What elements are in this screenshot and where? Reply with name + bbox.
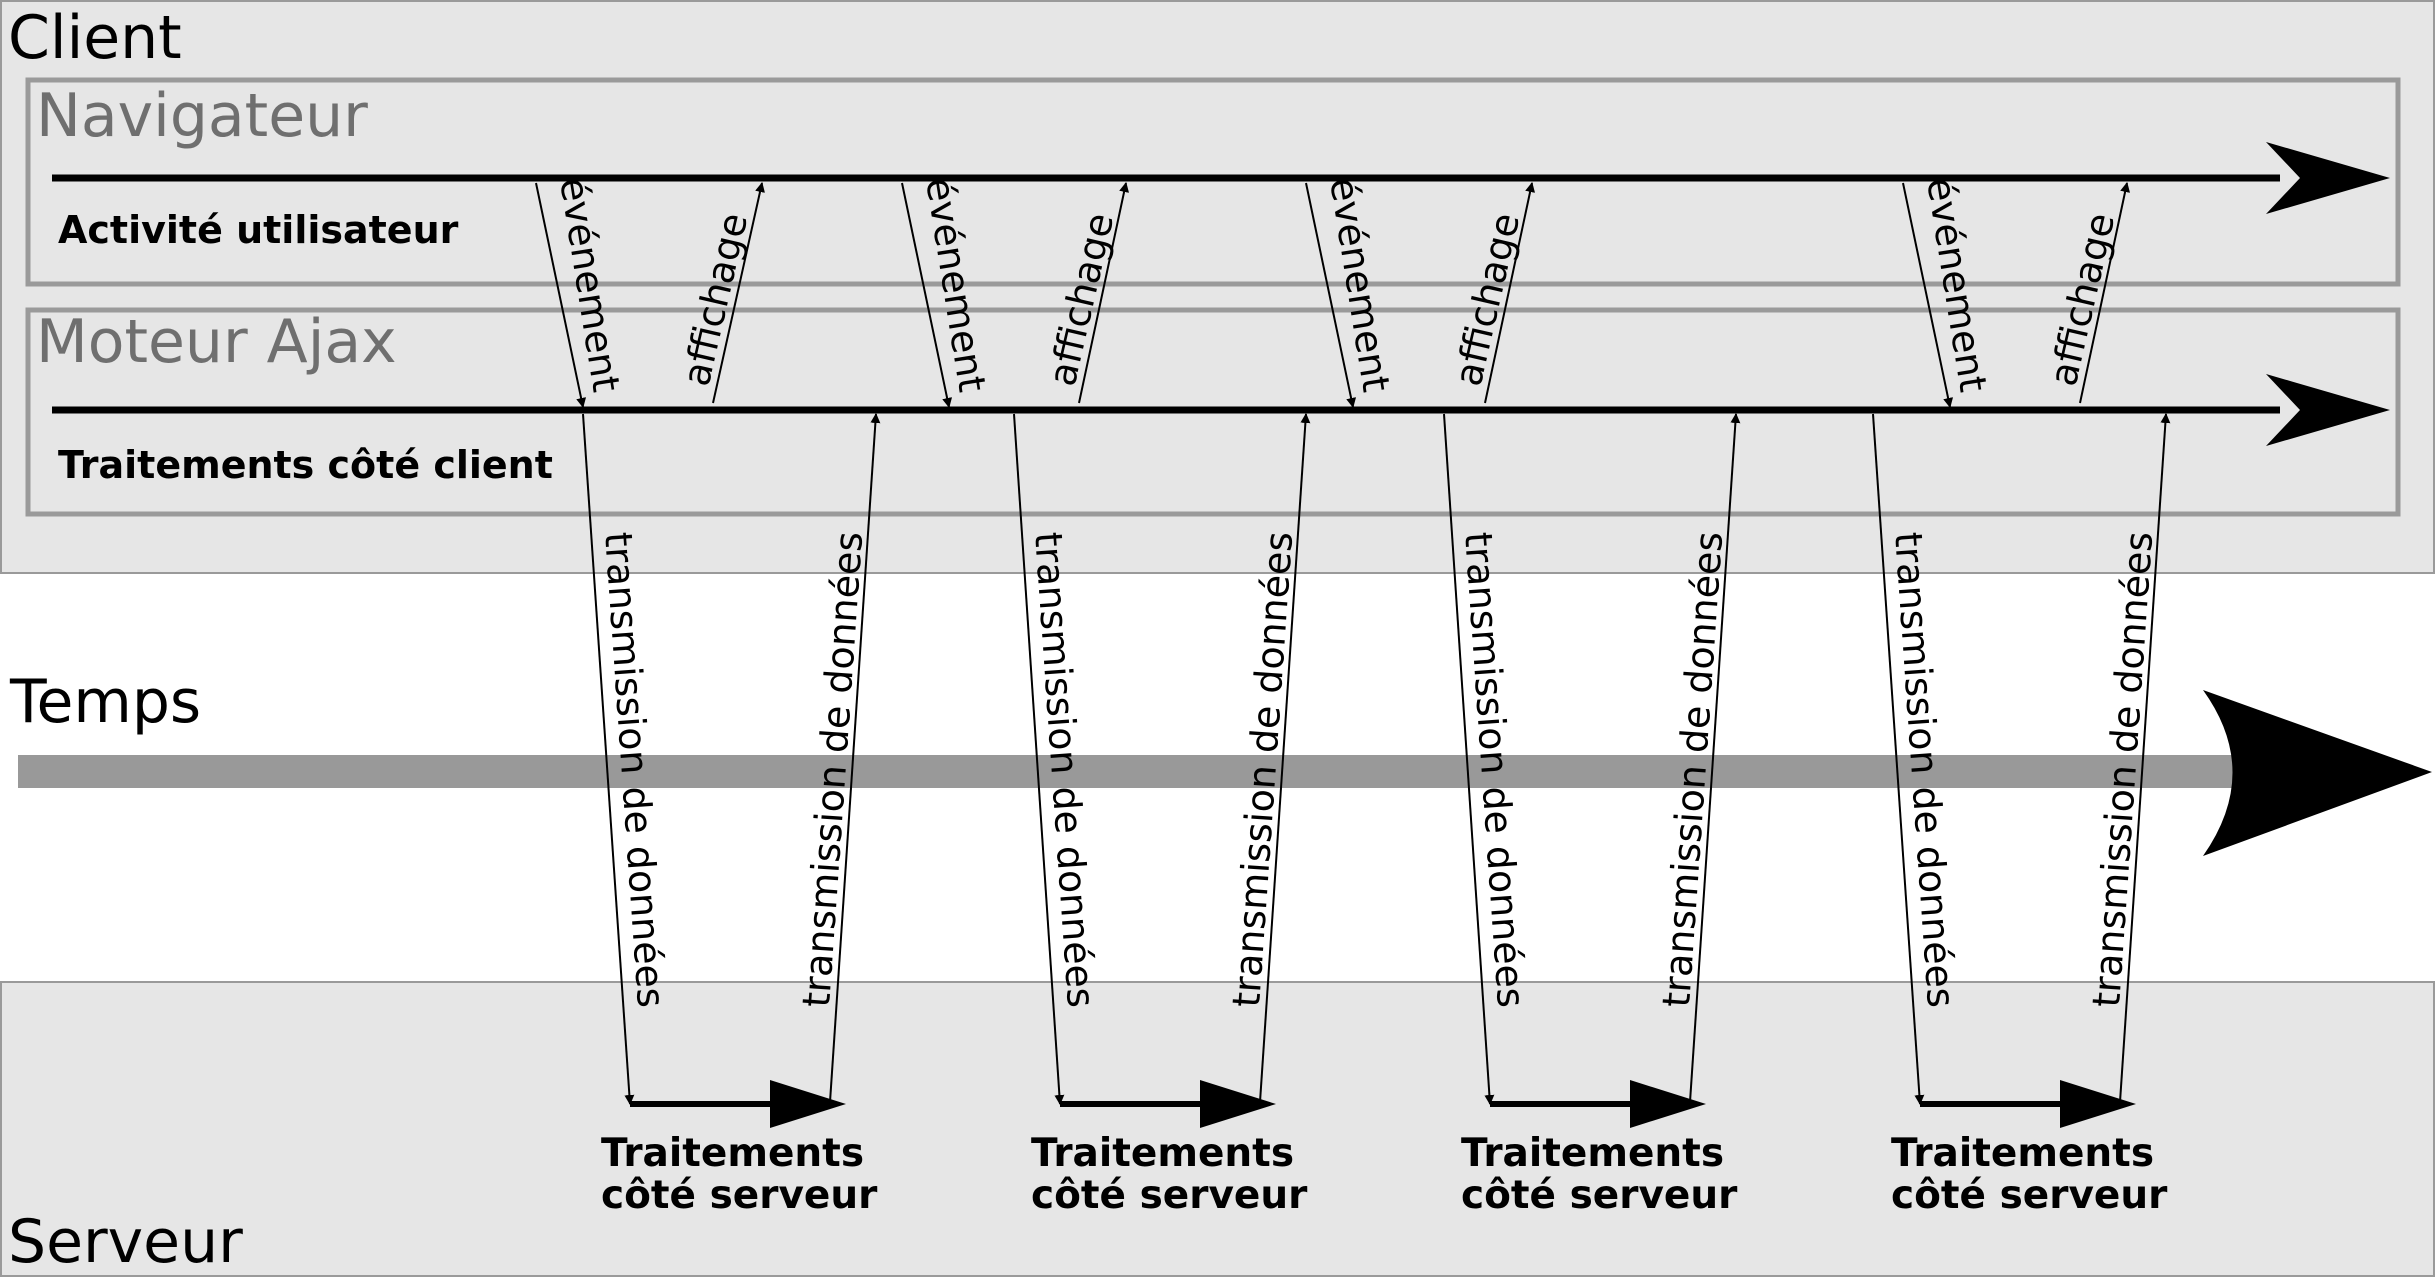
server-processing-arrowhead: [770, 1080, 846, 1128]
server-processing-label-line1: Traitements: [1031, 1131, 1294, 1176]
server-region: [0, 981, 2435, 1277]
event-arrow: [901, 182, 953, 408]
ajax-engine-label: Moteur Ajax: [36, 307, 397, 377]
display-arrow: [712, 182, 765, 404]
server-processing-arrowhead: [2060, 1080, 2136, 1128]
browser-label: Navigateur: [36, 81, 368, 151]
server-label: Serveur: [8, 1207, 243, 1277]
display-arrow: [2079, 182, 2131, 404]
response-arrow: [2119, 413, 2171, 1103]
server-processing-label-line1: Traitements: [1891, 1131, 2154, 1176]
event-arrow: [1902, 182, 1954, 408]
client-region: [0, 0, 2435, 574]
user-activity-label: Activité utilisateur: [58, 208, 459, 252]
client-processing-label: Traitements côté client: [58, 443, 553, 487]
event-arrow: [535, 182, 587, 408]
time-arrowhead: [2203, 690, 2432, 856]
request-arrow: [582, 413, 635, 1105]
ajax-engine-box: [25, 307, 2401, 517]
request-arrow: [1013, 413, 1065, 1105]
event-arrow: [1305, 182, 1357, 408]
server-processing-label-line2: côté serveur: [601, 1173, 878, 1218]
server-processing-arrowhead: [1630, 1080, 1706, 1128]
browser-box: [25, 77, 2401, 287]
time-label: Temps: [9, 667, 201, 737]
server-processing-label-line1: Traitements: [601, 1131, 864, 1176]
response-arrow: [1259, 413, 1311, 1103]
server-processing-arrowhead: [1200, 1080, 1276, 1128]
server-processing-label-line2: côté serveur: [1461, 1173, 1738, 1218]
display-arrow: [1484, 182, 1536, 404]
server-processing-label-line2: côté serveur: [1891, 1173, 2168, 1218]
response-arrow: [829, 413, 881, 1103]
client-processing-arrowhead: [2266, 374, 2390, 446]
server-processing-label-line2: côté serveur: [1031, 1173, 1308, 1218]
request-arrow: [1443, 413, 1495, 1105]
request-arrow: [1872, 413, 1925, 1105]
display-arrow: [1078, 182, 1130, 404]
response-arrow: [1689, 413, 1741, 1103]
server-processing-label-line1: Traitements: [1461, 1131, 1724, 1176]
client-label: Client: [8, 3, 182, 73]
user-activity-arrowhead: [2266, 142, 2390, 214]
time-bar: [18, 755, 2248, 788]
